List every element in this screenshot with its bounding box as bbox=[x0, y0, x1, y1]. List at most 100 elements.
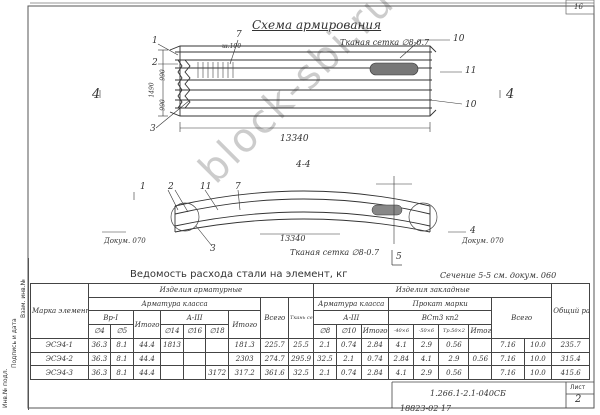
hdr-d18: ∅18 bbox=[205, 324, 229, 339]
hdr-total4: Итого bbox=[468, 324, 493, 339]
doc-code: 1.266.1-2.1-040СБ bbox=[430, 389, 506, 398]
table-cell: 10.0 bbox=[523, 351, 553, 367]
hdr-d5: ∅5 bbox=[110, 324, 134, 339]
title-block-lines bbox=[391, 381, 594, 408]
dim-top bbox=[158, 49, 431, 132]
table-cell bbox=[468, 365, 493, 380]
table-cell: 0.56 bbox=[438, 365, 470, 380]
hdr-overall: Общий расход bbox=[551, 283, 590, 339]
callout-bot-2: 2 bbox=[168, 182, 174, 192]
dim-h1: 1490 bbox=[148, 82, 156, 98]
table-cell: 0.56 bbox=[468, 351, 493, 367]
table-cell: 0.56 bbox=[438, 337, 470, 353]
table-cell: 2.84 bbox=[360, 337, 390, 353]
callout-top-1: 1 bbox=[152, 36, 158, 46]
bottom-number: 18823-02 17 bbox=[400, 404, 452, 413]
table-cell bbox=[182, 365, 207, 380]
table-cell: 0.74 bbox=[360, 351, 390, 367]
table-cell: 10.0 bbox=[523, 337, 553, 353]
table-cell: 32.5 bbox=[313, 351, 337, 367]
table-cell bbox=[160, 351, 184, 367]
table-cell: 36.3 bbox=[87, 351, 112, 367]
hdr-vr1: Вр-I bbox=[87, 310, 134, 326]
steel-table: Марка элемента Изделия арматурные Издели… bbox=[30, 283, 590, 380]
section-4-right: 4 bbox=[506, 87, 515, 102]
callout-bot-7: 7 bbox=[235, 182, 241, 192]
hdr-rebar-class: Арматура класса bbox=[87, 296, 262, 312]
table-cell: 8.1 bbox=[110, 365, 134, 380]
dim-small: ш.100 bbox=[222, 43, 242, 50]
table-cell: 7.16 bbox=[491, 337, 525, 353]
table-cell: 4.1 bbox=[413, 351, 440, 367]
leaders-bottom bbox=[102, 189, 466, 247]
table-cell bbox=[160, 365, 184, 380]
table-cell: 2.1 bbox=[335, 351, 362, 367]
row-mark: ЭСЭ4-3 bbox=[30, 365, 89, 380]
table-cell: 235.7 bbox=[551, 337, 590, 353]
hdr-total3: Итого bbox=[360, 324, 390, 339]
table-cell: 4.1 bbox=[388, 337, 415, 353]
stirrups-top bbox=[197, 62, 234, 78]
mesh-slot-bottom bbox=[371, 204, 403, 216]
hdr-50x6: -50×6 bbox=[413, 324, 440, 339]
side-stamp: Инв.№ подл. Подпись и дата Взам. инв.№ bbox=[0, 258, 29, 410]
table-cell: 7.16 bbox=[491, 351, 525, 367]
table-title: Ведомость расхода стали на элемент, кг bbox=[130, 269, 348, 280]
hdr-mesh: Ткань сетка ∅8-0.7 ГОСТ 3826-82 bbox=[288, 296, 315, 339]
table-cell: 44.4 bbox=[132, 351, 162, 367]
table-cell: 2.1 bbox=[313, 337, 337, 353]
table-cell: 2303 bbox=[227, 351, 262, 367]
doc-right: Докум. 070 bbox=[462, 237, 504, 245]
table-cell: 36.3 bbox=[87, 337, 112, 353]
table-cell: 317.2 bbox=[227, 365, 262, 380]
table-cell: 361.6 bbox=[260, 365, 290, 380]
section-note: Сечение 5-5 см. докум. 060 bbox=[440, 271, 557, 280]
sheet-label: Лист bbox=[570, 384, 586, 391]
callout-top-2: 2 bbox=[152, 58, 158, 68]
mesh-label-bottom: Тканая сетка ∅8-0.7 bbox=[290, 248, 380, 257]
table-cell bbox=[205, 351, 229, 367]
hdr-pipe: Тр.50×2 bbox=[438, 324, 470, 339]
table-cell: 2.84 bbox=[388, 351, 415, 367]
drawing-title: Схема армирования bbox=[252, 18, 382, 32]
table-cell: 8.1 bbox=[110, 351, 134, 367]
detail-circle-right bbox=[408, 202, 438, 232]
table-cell: 225.7 bbox=[260, 337, 290, 353]
table-cell: 8.1 bbox=[110, 337, 134, 353]
row-mark: ЭСЭ4-2 bbox=[30, 351, 89, 367]
table-cell: 2.9 bbox=[438, 351, 470, 367]
hdr-embed-a3: А-III bbox=[313, 310, 390, 326]
callout-top-7: 7 bbox=[236, 30, 242, 40]
hdr-d16: ∅16 bbox=[182, 324, 207, 339]
table-cell: 295.9 bbox=[288, 351, 315, 367]
dim-h2: 990 bbox=[159, 69, 167, 81]
table-cell: 2.9 bbox=[413, 337, 440, 353]
table-cell: 0.74 bbox=[335, 365, 362, 380]
callout-top-10b: 10 bbox=[465, 100, 477, 110]
callout-bot-3: 3 bbox=[210, 244, 216, 254]
callout-top-10a: 10 bbox=[453, 34, 465, 44]
hdr-total1: Итого bbox=[132, 310, 162, 339]
callout-bot-4: 4 bbox=[470, 226, 476, 236]
dim-h3: 990 bbox=[159, 99, 167, 111]
table-cell: 274.7 bbox=[260, 351, 290, 367]
table-cell: 25.5 bbox=[288, 337, 315, 353]
callout-top-3: 3 bbox=[150, 124, 156, 134]
hdr-rebar-items: Изделия арматурные bbox=[87, 283, 315, 298]
hdr-all1: Всего bbox=[260, 296, 290, 339]
mesh-slot bbox=[369, 62, 419, 76]
section-5: 5 bbox=[396, 252, 402, 262]
stamp-label-1: Инв.№ подл. bbox=[2, 368, 9, 409]
hdr-embed-class: Арматура класса bbox=[313, 296, 390, 312]
hdr-mark: Марка элемента bbox=[30, 283, 89, 339]
table-cell: 415.6 bbox=[551, 365, 590, 380]
table-cell: 181.3 bbox=[227, 337, 262, 353]
callout-bot-1: 1 bbox=[140, 182, 146, 192]
section-arrow-5 bbox=[391, 250, 402, 266]
